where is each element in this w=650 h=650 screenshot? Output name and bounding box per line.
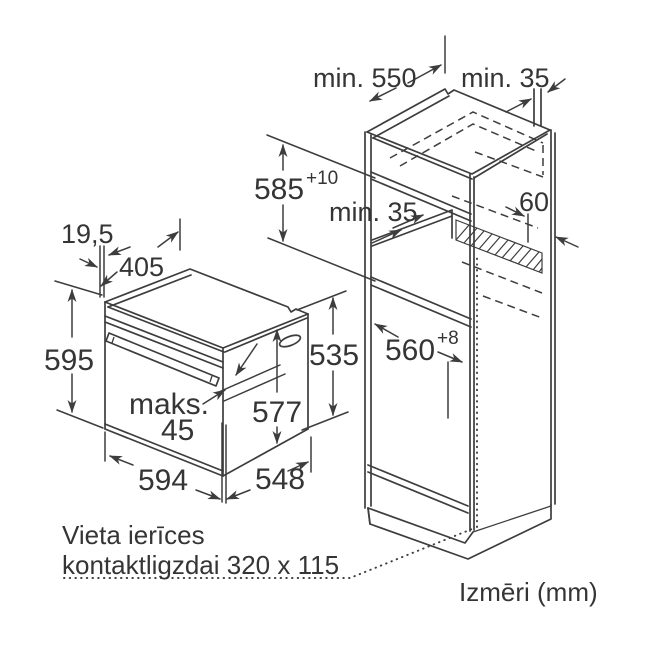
- dimension-labels: min. 550 min. 35 585 +10 min. 35 60 19,5…: [44, 63, 598, 607]
- oven-drawing: [104, 268, 309, 477]
- label-560: 560: [385, 334, 435, 367]
- label-548: 548: [255, 463, 305, 496]
- label-405: 405: [119, 252, 164, 282]
- oven-door-handle: [105, 332, 220, 387]
- label-min35-top: min. 35: [461, 63, 550, 93]
- dimension-lines: [54, 35, 579, 504]
- vent-cutout-hatch: [455, 219, 543, 274]
- label-maks: maks.: [129, 388, 209, 421]
- cabinet-drawing: [63, 88, 556, 579]
- label-560-tolerance: +8: [437, 328, 459, 349]
- label-595: 595: [44, 344, 94, 377]
- label-585-tolerance: +10: [306, 168, 338, 189]
- units-caption: Izmēri (mm): [459, 577, 598, 607]
- label-min550: min. 550: [313, 63, 417, 93]
- label-585: 585: [254, 173, 304, 206]
- hidden-edge: [389, 111, 544, 159]
- hidden-edge: [399, 123, 537, 167]
- side-grip-cutout: [278, 334, 302, 348]
- socket-note-line2: kontaktligzdai 320 x 115: [62, 550, 339, 580]
- label-45: 45: [161, 414, 194, 447]
- label-577: 577: [252, 396, 302, 429]
- label-594: 594: [138, 464, 188, 497]
- label-60: 60: [519, 187, 549, 217]
- socket-note-line1: Vieta ierīces: [62, 520, 205, 550]
- label-19-5: 19,5: [61, 219, 114, 249]
- label-min35-mid: min. 35: [329, 197, 418, 227]
- label-535: 535: [309, 339, 359, 372]
- socket-leader-dotted: [63, 528, 473, 579]
